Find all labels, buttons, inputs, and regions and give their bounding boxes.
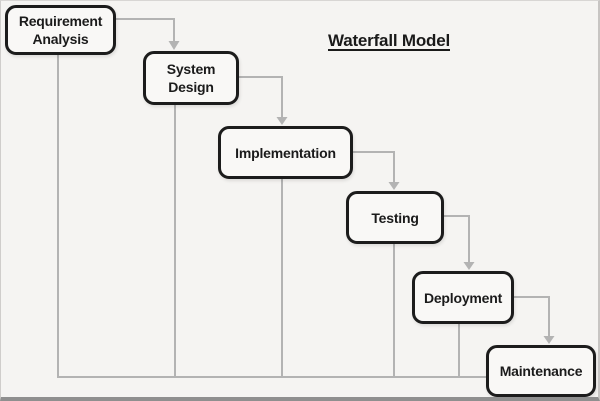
connector-requirement-to-design: [115, 18, 175, 42]
connector-deployment-to-maintenance: [514, 296, 550, 337]
node-system-design: System Design: [143, 51, 239, 105]
arrowhead-down-icon: [168, 41, 180, 50]
connector-design-to-implementation: [239, 76, 283, 118]
arrowhead-down-icon: [388, 182, 400, 190]
connector-testing-to-deployment: [444, 215, 470, 263]
node-label: Deployment: [423, 289, 503, 306]
arrowhead-down-icon: [463, 262, 475, 270]
node-testing: Testing: [346, 191, 444, 244]
node-implementation: Implementation: [218, 126, 353, 179]
arrowhead-down-icon: [543, 336, 555, 344]
connector-implementation-to-testing: [353, 151, 395, 183]
node-deployment: Deployment: [412, 271, 514, 324]
node-requirement-analysis: Requirement Analysis: [5, 5, 116, 55]
node-maintenance: Maintenance: [486, 345, 596, 397]
node-label: Maintenance: [499, 363, 583, 379]
node-label: Testing: [371, 209, 419, 226]
node-label: System Design: [166, 61, 216, 95]
node-label: Requirement Analysis: [18, 13, 103, 47]
node-label: Implementation: [235, 144, 336, 161]
diagram-title: Waterfall Model: [328, 31, 450, 50]
arrowhead-down-icon: [276, 117, 288, 125]
